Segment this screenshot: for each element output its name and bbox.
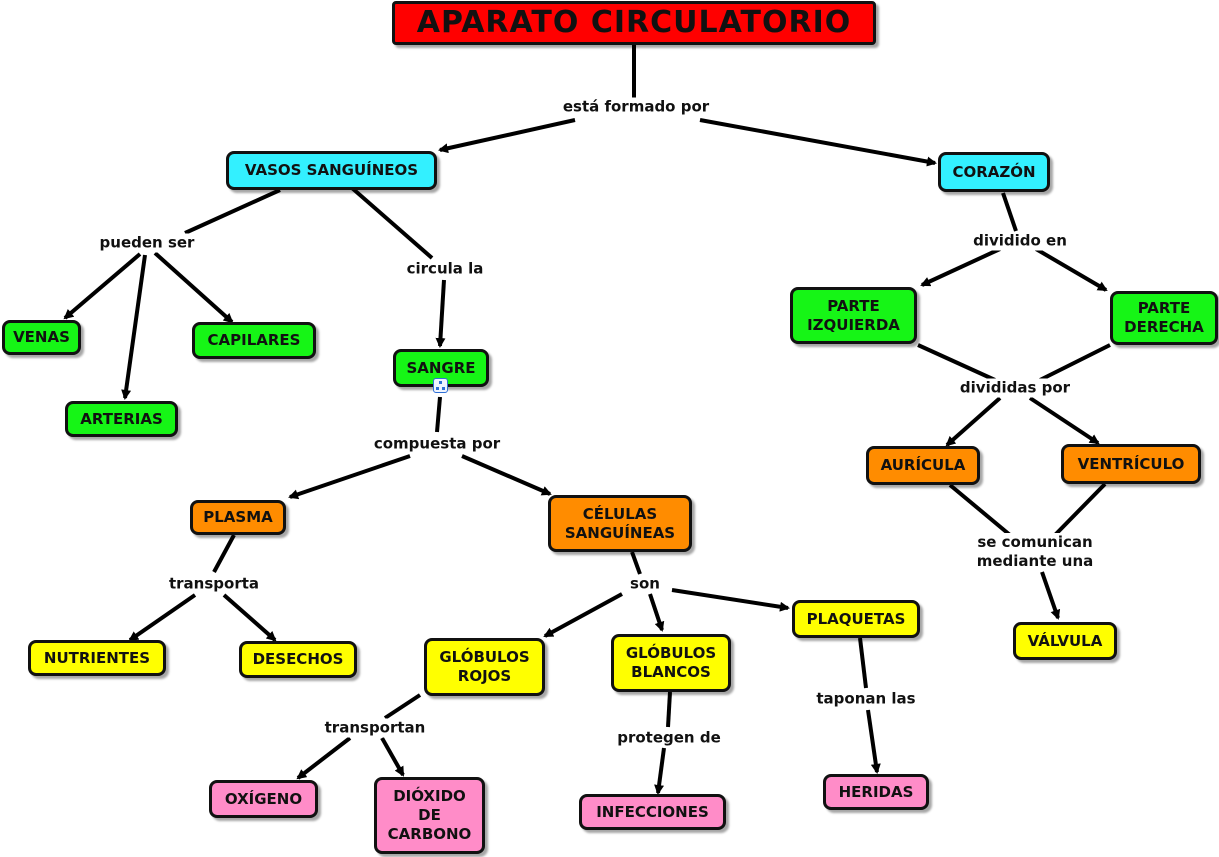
link-label-son[interactable]: son: [627, 574, 663, 594]
link-label-circula-la[interactable]: circula la: [403, 259, 487, 279]
node-plasma[interactable]: PLASMA: [190, 500, 286, 535]
node-ventriculo[interactable]: VENTRÍCULO: [1061, 444, 1201, 484]
node-vasos-sanguineos[interactable]: VASOS SANGUÍNEOS: [226, 151, 437, 190]
link-label-transporta[interactable]: transporta: [165, 574, 263, 594]
node-aparato-circulatorio[interactable]: APARATO CIRCULATORIO: [392, 1, 876, 45]
link-label-transportan[interactable]: transportan: [321, 718, 429, 738]
node-arterias[interactable]: ARTERIAS: [65, 401, 178, 437]
node-corazon[interactable]: CORAZÓN: [938, 152, 1050, 192]
link-label-dividido-en[interactable]: dividido en: [970, 231, 1070, 251]
node-parte-derecha[interactable]: PARTE DERECHA: [1110, 291, 1218, 345]
node-valvula[interactable]: VÁLVULA: [1013, 622, 1117, 660]
node-sangre[interactable]: SANGRE: [393, 349, 489, 387]
link-label-se-comunican-mediante-una[interactable]: se comunican mediante una: [973, 533, 1097, 571]
node-heridas[interactable]: HERIDAS: [823, 774, 929, 810]
link-label-compuesta-por[interactable]: compuesta por: [370, 434, 504, 454]
node-globulos-rojos[interactable]: GLÓBULOS ROJOS: [424, 638, 545, 696]
expand-submap-icon[interactable]: [433, 378, 448, 393]
node-oxigeno[interactable]: OXÍGENO: [209, 780, 318, 818]
node-dioxido-de-carbono[interactable]: DIÓXIDO DE CARBONO: [374, 777, 485, 854]
link-label-divididas-por[interactable]: divididas por: [956, 378, 1074, 398]
node-globulos-blancos[interactable]: GLÓBULOS BLANCOS: [611, 634, 731, 692]
link-label-taponan-las[interactable]: taponan las: [813, 689, 919, 709]
node-desechos[interactable]: DESECHOS: [239, 641, 357, 678]
node-auricula[interactable]: AURÍCULA: [866, 446, 980, 485]
node-parte-izquierda[interactable]: PARTE IZQUIERDA: [790, 287, 917, 344]
node-capilares[interactable]: CAPILARES: [192, 322, 316, 359]
link-label-esta-formado-por[interactable]: está formado por: [559, 97, 713, 117]
node-infecciones[interactable]: INFECCIONES: [579, 794, 726, 830]
node-nutrientes[interactable]: NUTRIENTES: [28, 640, 166, 676]
link-label-protegen-de[interactable]: protegen de: [614, 728, 724, 748]
node-celulas-sanguineas[interactable]: CÉLULAS SANGUÍNEAS: [548, 495, 692, 552]
link-label-pueden-ser[interactable]: pueden ser: [96, 233, 198, 253]
node-plaquetas[interactable]: PLAQUETAS: [792, 600, 920, 638]
node-venas[interactable]: VENAS: [2, 320, 81, 355]
